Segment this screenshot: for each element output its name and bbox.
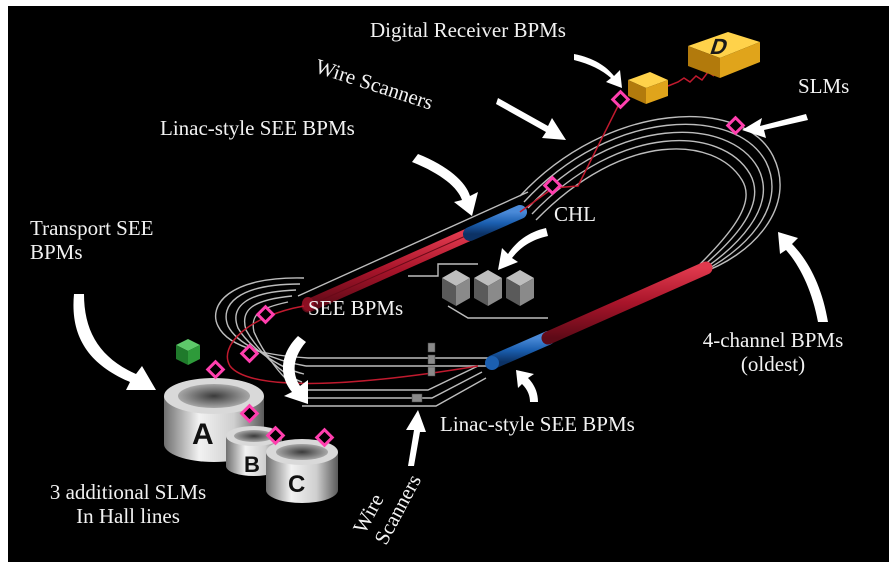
injector-block	[176, 339, 200, 365]
arrow-four-channel	[778, 232, 828, 322]
wire-scanner-blocks	[411, 342, 436, 403]
transport-line	[226, 305, 479, 385]
chl-building	[442, 270, 534, 306]
arrow-digital-receiver	[574, 54, 622, 88]
arrow-chl	[498, 228, 548, 270]
hall-c: C	[266, 439, 338, 503]
marker-slm	[725, 115, 746, 136]
label-four-channel-bpms: 4-channel BPMs (oldest)	[678, 328, 868, 376]
label-digital-receiver-bpms: Digital Receiver BPMs	[370, 18, 566, 42]
label-linac-see-bpms-top: Linac-style SEE BPMs	[160, 116, 355, 140]
marker-hall-a	[205, 359, 226, 380]
marker-digital-receiver	[610, 89, 631, 110]
label-additional-slms: 3 additional SLMs In Hall lines	[18, 480, 238, 528]
label-additional-slms-line1: 3 additional SLMs	[49, 480, 207, 504]
arrow-linac-see-top	[412, 154, 478, 216]
label-four-channel-line1: 4-channel BPMs	[702, 328, 844, 352]
hall-d-building: D	[628, 32, 760, 104]
label-transport-see-line1: Transport SEE	[30, 216, 154, 240]
label-chl: CHL	[554, 202, 596, 226]
arrow-see-bpms	[282, 336, 308, 404]
arrow-linac-see-bottom	[516, 370, 538, 402]
marker-transport-2	[239, 343, 260, 364]
accelerator-diagram: D A B C	[8, 6, 889, 562]
arrow-transport-see	[73, 294, 156, 390]
marker-chl	[542, 175, 563, 196]
marker-hall-c2	[314, 427, 335, 448]
south-linac	[485, 261, 713, 370]
arrow-wire-scanners-bottom	[406, 410, 426, 466]
label-transport-see-line2: BPMs	[30, 240, 83, 265]
north-linac	[301, 205, 527, 313]
hall-c-letter: C	[288, 471, 305, 498]
hall-b-letter: B	[244, 452, 260, 477]
recirculation-arcs	[214, 115, 781, 407]
label-slms: SLMs	[798, 74, 850, 98]
label-linac-see-bpms-bottom: Linac-style SEE BPMs	[440, 412, 635, 436]
marker-hall-b	[239, 403, 260, 424]
label-additional-slms-line2: In Hall lines	[76, 504, 180, 529]
pointer-arrows	[73, 54, 828, 466]
diagram-graphics: D A B C	[73, 32, 828, 503]
label-see-bpms: SEE BPMs	[308, 296, 404, 320]
hall-d-letter: D	[707, 35, 731, 59]
marker-hall-c	[265, 425, 286, 446]
arrow-wire-scanners-top	[496, 98, 566, 140]
label-transport-see-bpms: Transport SEE BPMs	[30, 216, 154, 264]
bpm-markers	[205, 89, 746, 448]
marker-transport-1	[255, 304, 276, 325]
arrow-slms	[742, 114, 808, 138]
hall-d-line	[519, 70, 715, 213]
hall-a-letter: A	[192, 418, 214, 451]
label-four-channel-line2: (oldest)	[740, 352, 806, 377]
